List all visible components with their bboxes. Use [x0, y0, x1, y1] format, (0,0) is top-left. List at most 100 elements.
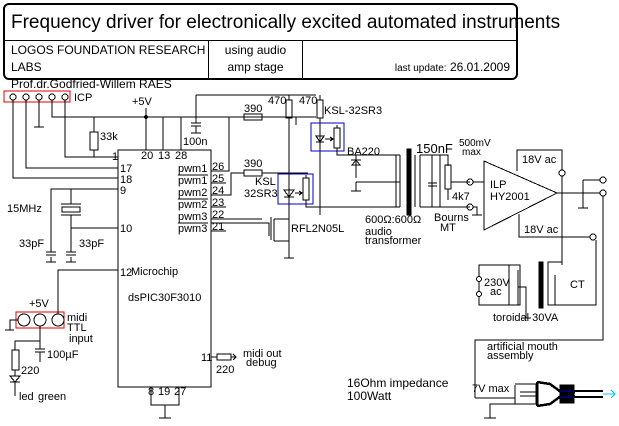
xfmr-secondary [414, 154, 470, 208]
resistor-390-a-label: 390 [244, 103, 262, 115]
pot-brand2: MT [440, 222, 456, 234]
amp-label1: ILP [490, 179, 507, 191]
vmax-label1: 500mV [459, 138, 491, 149]
mcu-pin-17: 17 [120, 163, 132, 175]
icp-connector [3, 90, 316, 179]
mouth-clamp [559, 384, 575, 404]
update-label: last update: [394, 63, 447, 74]
amplifier-triangle [483, 160, 559, 231]
crystal-circuit [46, 188, 118, 263]
optocoupler-top [310, 122, 345, 152]
midi-label3: input [69, 333, 93, 345]
update-date: 26.01.2009 [449, 60, 510, 74]
supply-terminal-b [589, 233, 597, 241]
mains-label2: ac [490, 286, 502, 298]
led-label2: green [38, 391, 66, 403]
pwm3-label: pwm3 [178, 211, 207, 223]
cap-150nf-label: 150nF [416, 141, 453, 156]
amp-input-wires [472, 181, 484, 216]
resistor-470-a [285, 99, 293, 119]
resistor-470-a-label: 470 [268, 95, 286, 107]
vcc-pin-wires [145, 108, 182, 150]
mains-secondary [547, 265, 556, 305]
resistor-220-led-label: 220 [21, 365, 39, 377]
mcu-pin-13: 13 [158, 150, 170, 162]
opto-mid-label1: KSL [255, 176, 276, 188]
mcu-ground [150, 387, 180, 419]
ba220-diode [350, 155, 400, 192]
mcu-pin-20: 20 [141, 150, 153, 162]
optocoupler-mid [277, 173, 314, 205]
pwm1-label: pwm1 [178, 163, 207, 175]
mcu-body [117, 149, 212, 388]
resistor-390-b-label: 390 [244, 158, 262, 170]
cap-100n-label: 100n [183, 136, 207, 148]
midi-input-wiring [5, 269, 118, 396]
pin-23: 23 [212, 197, 224, 209]
pin-21: 21 [212, 221, 224, 233]
amp-output-wires [474, 176, 604, 398]
mouth-label1: artificial mouth [487, 341, 558, 353]
pot-4k7 [444, 164, 452, 190]
xfmr-core [406, 148, 412, 216]
xfmr-ratio: 600Ω:600Ω [365, 214, 421, 226]
midi-label2: TTL [67, 322, 87, 334]
diagram-title: Frequency driver for electronically exci… [5, 5, 560, 41]
opto-top-label: KSL-32SR3 [324, 105, 382, 117]
470-wires [288, 95, 321, 255]
pwm3-inv-label: pwm3 [178, 223, 207, 235]
pwm1-inv-label: pwm1 [178, 175, 207, 187]
pin-24: 24 [212, 185, 224, 197]
vcc-label: +5V [132, 96, 153, 108]
mouth-plug [515, 383, 537, 405]
pot-label: 4k7 [452, 191, 470, 203]
opto-top-internals [315, 125, 400, 156]
resistor-220-led [11, 349, 20, 371]
opto-mid-label2: 32SR3 [244, 188, 278, 200]
pot-brand1: Bourns [434, 212, 469, 224]
crystal-label: 15MHz [7, 203, 42, 215]
toroid-label: toroidal 30VA [493, 312, 559, 324]
supply-label-a: 18V ac [522, 154, 557, 166]
vmax-label2: max [462, 147, 481, 158]
resistor-470-b [316, 99, 324, 119]
amp-label2: HY2001 [490, 191, 530, 203]
mains-terminal-b [476, 291, 482, 297]
cap-33pf-a-label: 33pF [19, 238, 44, 250]
pin-26: 26 [212, 161, 224, 173]
mcu-pin-12: 12 [120, 267, 132, 279]
resistor-220-out-label: 220 [216, 364, 234, 376]
mcu-name-line1: Microchip [131, 266, 178, 278]
mosfet-label: RFL2N05L [291, 223, 344, 235]
mouth-label2: assembly [487, 350, 534, 362]
mcu-pin-10: 10 [120, 223, 132, 235]
update-cell: last update: 26.01.2009 [303, 41, 514, 78]
mcu-pin-9: 9 [120, 185, 126, 197]
ct-label: CT [570, 279, 585, 291]
pwm2-inv-label: pwm2 [178, 199, 207, 211]
midi-out-label2: debug [246, 357, 277, 369]
mcu-name-line2: dsPIC30F3010 [128, 292, 201, 304]
mcu-pin-28: 28 [175, 150, 187, 162]
mouth-vmax-label: 7V max [472, 383, 510, 395]
supply-label-b: 18V ac [524, 224, 559, 236]
mcu-pin-11: 11 [201, 352, 212, 364]
midi-out-label1: midi out [243, 348, 282, 360]
supply-terminal-a [558, 169, 566, 177]
description-line2: amp stage [227, 60, 284, 74]
output-terminal-b [599, 189, 607, 197]
amp-supply-wires [516, 149, 590, 238]
xfmr-label1: audio [365, 226, 392, 238]
icp-label: ICP [74, 92, 92, 104]
mosfet [211, 217, 294, 259]
air-arrow-icon [603, 389, 616, 399]
mcu-pin-19: 19 [158, 386, 170, 398]
resistor-33k-label: 33k [100, 131, 118, 143]
mcu-pin-18: 18 [120, 174, 132, 186]
organization-name: LOGOS FOUNDATION RESEARCH LABS [11, 43, 206, 74]
organization-cell: LOGOS FOUNDATION RESEARCH LABS Prof.dr.G… [5, 41, 209, 91]
description-line1: using audio [224, 43, 287, 57]
xfmr-primary [395, 155, 401, 207]
midi-vcc-label: +5V [29, 298, 50, 310]
